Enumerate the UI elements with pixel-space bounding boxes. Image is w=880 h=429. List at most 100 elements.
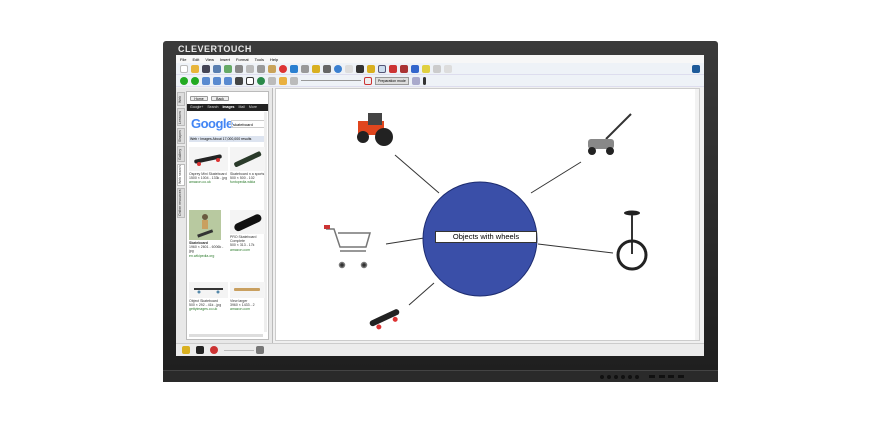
google-plus-link[interactable]: Google+: [190, 105, 204, 109]
globe-icon[interactable]: [257, 76, 265, 85]
result-title: PRO Skateboard Complete: [230, 235, 257, 244]
result-title: Skateboard n a sports: [230, 172, 265, 176]
select-icon[interactable]: [345, 64, 353, 73]
screen-shade-icon[interactable]: [312, 64, 320, 73]
result-meta: 3960 × 1433 - 2: [230, 303, 255, 308]
skateboard-thumbnail: [189, 282, 228, 298]
screen: File Edit View Insert Format Tools Help: [176, 55, 704, 356]
menu-tools[interactable]: Tools: [254, 57, 264, 62]
button-icon[interactable]: [607, 375, 611, 379]
image-result[interactable]: Skateboard 1960 × 2601 - 6006k - jpg en.…: [189, 210, 228, 258]
menu-file[interactable]: File: [180, 57, 187, 62]
color-picker-icon[interactable]: [210, 346, 218, 354]
pen-tool-icon[interactable]: [182, 346, 190, 354]
tab-web[interactable]: Web: [177, 92, 185, 106]
tab-online-resources[interactable]: Online resources: [177, 188, 185, 218]
keyboard-icon[interactable]: [256, 346, 264, 354]
transparency-slider[interactable]: [224, 350, 254, 351]
move-icon[interactable]: [411, 76, 420, 85]
pen-icon[interactable]: [367, 64, 375, 73]
fill-icon[interactable]: [400, 64, 408, 73]
image-result[interactable]: Object Skateboard 500 × 292 - 41k - jpg …: [189, 282, 228, 312]
spotlight-icon[interactable]: [323, 64, 331, 73]
zoom-icon[interactable]: [290, 76, 298, 85]
attach-icon[interactable]: [235, 64, 243, 73]
lawnmower-image: [588, 113, 632, 155]
tab-web-search[interactable]: Web search: [177, 164, 185, 186]
back-button[interactable]: Back: [211, 96, 229, 101]
insert-page-icon[interactable]: [202, 76, 210, 85]
paste-icon[interactable]: [268, 64, 276, 73]
horizontal-scrollbar[interactable]: [189, 334, 263, 337]
canvas-scrollbar[interactable]: [695, 89, 699, 340]
print-icon[interactable]: [213, 64, 221, 73]
google-bar: Google+ Search Images Mail More: [187, 104, 268, 111]
mode-select[interactable]: Preparation mode: [375, 76, 409, 85]
grid-icon[interactable]: [268, 76, 276, 85]
page-sorter-icon[interactable]: [224, 76, 232, 85]
undo-icon[interactable]: [290, 64, 298, 73]
button-icon[interactable]: [600, 375, 604, 379]
button-icon[interactable]: [628, 375, 632, 379]
new-icon[interactable]: [180, 64, 188, 73]
line-icon[interactable]: [378, 64, 386, 73]
cut-icon[interactable]: [257, 64, 265, 73]
resource-icon[interactable]: [235, 76, 243, 85]
menu-format[interactable]: Format: [235, 57, 249, 62]
zoom-slider[interactable]: [301, 80, 361, 81]
menu-insert[interactable]: Insert: [219, 57, 230, 62]
back-page-icon[interactable]: [180, 76, 188, 85]
page-icon[interactable]: [213, 76, 221, 85]
search-input[interactable]: skateboard: [231, 120, 265, 128]
clock-icon[interactable]: [334, 64, 342, 73]
image-result[interactable]: Osprey Mini Skateboard 1500 × 1004 - 133…: [189, 147, 228, 185]
skateboard-image: [369, 309, 400, 330]
menu-edit[interactable]: Edit: [192, 57, 200, 62]
tab-gallery[interactable]: Gallery: [177, 146, 185, 162]
save-icon[interactable]: [202, 64, 210, 73]
phone-icon[interactable]: [692, 64, 700, 73]
whiteboard-canvas[interactable]: Objects with wheels: [275, 88, 700, 341]
open-icon[interactable]: [191, 64, 199, 73]
image-result[interactable]: PRO Skateboard Complete 500 × 313 - 17k …: [230, 210, 265, 252]
mouse-icon[interactable]: [364, 76, 372, 85]
button-icon[interactable]: [614, 375, 618, 379]
shapes-icon[interactable]: [389, 64, 397, 73]
highlighter-icon[interactable]: [422, 64, 430, 73]
copy-icon[interactable]: [246, 64, 254, 73]
search-link[interactable]: Search: [207, 105, 219, 109]
window-icon[interactable]: [246, 76, 254, 85]
delete-icon[interactable]: [279, 64, 287, 73]
result-meta: 500 × 313 - 17k: [230, 243, 255, 248]
vertical-scrollbar[interactable]: [264, 112, 267, 332]
result-title: Object Skateboard: [189, 299, 218, 303]
result-source: en.wikipedia.org: [189, 253, 215, 258]
tab-lessons[interactable]: Lessons: [177, 108, 185, 126]
results-info: Web › Images About 17,000,000 results: [189, 136, 267, 142]
tab-shapes[interactable]: Shapes: [177, 128, 185, 144]
images-link[interactable]: Images: [222, 105, 235, 109]
text-icon[interactable]: [356, 64, 364, 73]
lasso-icon[interactable]: [444, 64, 452, 73]
crop-icon[interactable]: [433, 64, 441, 73]
arrow-icon[interactable]: [279, 76, 287, 85]
result-title: Osprey Mini Skateboard: [189, 172, 227, 176]
button-icon[interactable]: [635, 375, 639, 379]
result-title: Skateboard: [189, 241, 209, 245]
image-result[interactable]: View larger 3960 × 1433 - 2 amazon.com: [230, 282, 265, 312]
menu-help[interactable]: Help: [270, 57, 279, 62]
eraser-icon[interactable]: [411, 64, 419, 73]
home-button[interactable]: Home: [190, 96, 208, 101]
more-link[interactable]: More: [248, 105, 257, 109]
forward-page-icon[interactable]: [191, 76, 199, 85]
image-result[interactable]: Skateboard n a sports 500 × 500 - 102 fu…: [230, 147, 265, 185]
button-icon[interactable]: [621, 375, 625, 379]
redo-icon[interactable]: [301, 64, 309, 73]
mail-link[interactable]: Mail: [238, 105, 245, 109]
center-label[interactable]: Objects with wheels: [435, 231, 537, 243]
line-width-icon[interactable]: [196, 346, 204, 354]
menu-view[interactable]: View: [205, 57, 214, 62]
brand-logo: CLEVERTOUCH: [178, 44, 252, 54]
resize-icon[interactable]: [422, 76, 426, 85]
import-icon[interactable]: [224, 64, 232, 73]
